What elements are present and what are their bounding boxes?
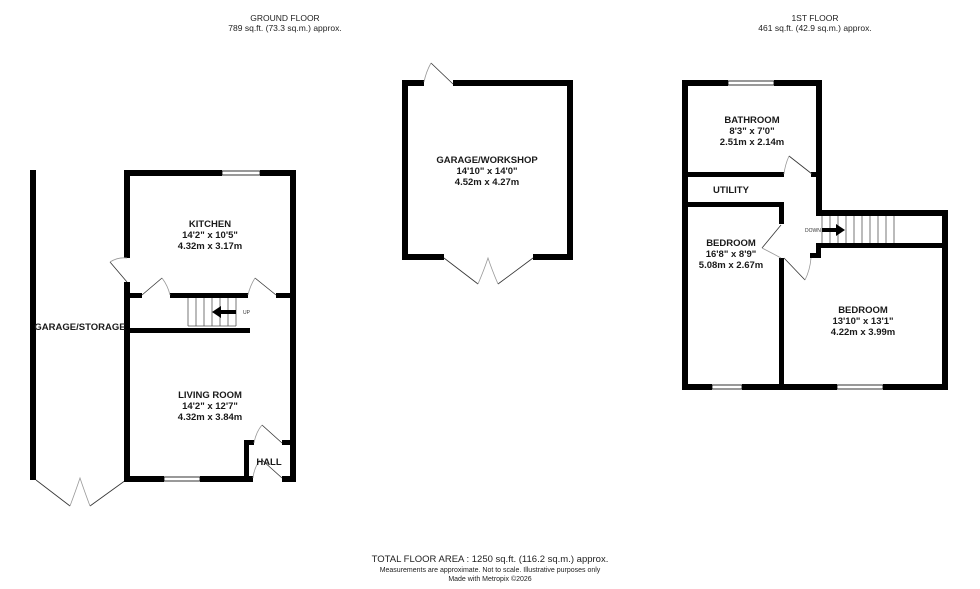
disclaimer: Measurements are approximate. Not to sca…: [379, 567, 601, 574]
kitchen-partition-left: [130, 293, 142, 298]
kitchen-left-wall-upper: [124, 170, 130, 258]
workshop-bottom-wall-left: [402, 254, 444, 260]
hall-top-wall-left: [244, 440, 254, 445]
bedroom2-label: BEDROOM 13'10" x 13'1" 4.22m x 3.99m: [831, 305, 895, 338]
garage-workshop-label: GARAGE/WORKSHOP 14'10" x 14'0" 4.52m x 4…: [436, 155, 538, 188]
bedroom2-window: [836, 384, 884, 390]
living-bottom-wall-right: [200, 476, 253, 482]
stairs-up-arrow-icon: [212, 306, 236, 318]
bathroom-name: BATHROOM: [724, 115, 779, 126]
bedroom1-name: BEDROOM: [706, 238, 756, 249]
kitchen-window: [221, 170, 261, 176]
living-room-window: [163, 476, 201, 482]
bedroom1-bottom-wall-left: [682, 384, 712, 390]
bathroom-label: BATHROOM 8'3" x 7'0" 2.51m x 2.14m: [720, 115, 784, 148]
stairs-up-label: UP: [243, 310, 251, 316]
living-room-label: LIVING ROOM 14'2" x 12'7" 4.32m x 3.84m: [178, 390, 242, 423]
ground-floor-area: 789 sq.ft. (73.3 sq.m.) approx.: [228, 23, 342, 33]
stairs-bottom-jamb: [816, 243, 821, 258]
hall-top-wall-right: [282, 440, 292, 445]
kitchen-inner-doors: [141, 277, 277, 296]
workshop-top-wall-left: [402, 80, 424, 86]
kitchen-name: KITCHEN: [189, 219, 231, 230]
hall-bottom-wall-right: [282, 476, 296, 482]
stairs-down-label: DOWN: [805, 228, 821, 234]
hall-doors: [252, 424, 283, 479]
living-room-imperial: 14'2" x 12'7": [182, 401, 238, 412]
bedroom2-door: [783, 257, 812, 281]
hall-left-wall: [244, 440, 249, 482]
bathroom-metric: 2.51m x 2.14m: [720, 137, 784, 148]
kitchen-label: KITCHEN 14'2" x 10'5" 4.32m x 3.17m: [178, 219, 242, 252]
first-floor-header: 1ST FLOOR 461 sq.ft. (42.9 sq.m.) approx…: [715, 13, 915, 33]
garage-storage-name: GARAGE/STORAGE: [34, 322, 125, 333]
kitchen-partition-middle: [170, 293, 248, 298]
kitchen-metric: 4.32m x 3.17m: [178, 241, 242, 252]
stairs-lower-wall: [130, 328, 250, 333]
bathroom-imperial: 8'3" x 7'0": [729, 126, 774, 137]
kitchen-imperial: 14'2" x 10'5": [182, 230, 238, 241]
stairs-down-arrow-icon: [822, 224, 845, 236]
stairs-bottom-jamb-2: [810, 253, 818, 258]
bathroom-window: [727, 80, 775, 86]
workshop-top-wall-right: [453, 80, 573, 86]
ground-floor-header: GROUND FLOOR 789 sq.ft. (73.3 sq.m.) app…: [185, 13, 385, 33]
bedroom1-right-wall-lower: [779, 258, 784, 390]
living-bottom-wall-left: [124, 476, 164, 482]
bedroom2-name: BEDROOM: [838, 305, 888, 316]
garage-workshop-metric: 4.52m x 4.27m: [455, 177, 519, 188]
living-room-metric: 4.32m x 3.84m: [178, 412, 242, 423]
kitchen-top-wall-right: [260, 170, 296, 176]
kitchen-top-wall-left: [124, 170, 222, 176]
bedroom1-imperial: 16'8" x 8'9": [706, 249, 757, 260]
bedroom1-right-wall-upper: [779, 202, 784, 224]
workshop-left-wall: [402, 80, 408, 260]
bedroom1-bottom-wall-right: [742, 384, 837, 390]
bedroom1-window: [711, 384, 743, 390]
first-floor-area: 461 sq.ft. (42.9 sq.m.) approx.: [758, 23, 872, 33]
workshop-doors: [423, 62, 534, 285]
house-left-wall-lower: [124, 282, 130, 482]
bathroom-door: [783, 155, 813, 175]
garage-workshop-name: GARAGE/WORKSHOP: [436, 155, 538, 166]
ground-floor-plan: UP: [30, 170, 296, 507]
house-right-wall: [290, 170, 296, 482]
living-room-name: LIVING ROOM: [178, 390, 242, 401]
workshop-bottom-wall-right: [533, 254, 573, 260]
credit: Made with Metropix ©2026: [448, 576, 532, 583]
garage-workshop-plan: [402, 62, 573, 285]
bathroom-bottom-wall: [688, 172, 784, 177]
footer: TOTAL FLOOR AREA : 1250 sq.ft. (116.2 sq…: [0, 554, 980, 584]
first-left-wall: [682, 80, 688, 390]
bathroom-door-jamb: [811, 172, 816, 177]
bedroom1-label: BEDROOM 16'8" x 8'9" 5.08m x 2.67m: [699, 238, 763, 271]
kitchen-partition-right: [276, 293, 290, 298]
bedroom1-metric: 5.08m x 2.67m: [699, 260, 763, 271]
bathroom-right-wall: [816, 80, 822, 215]
garage-storage-double-door: [35, 476, 127, 507]
stairs-bottom-wall: [816, 243, 948, 248]
total-floor-area: TOTAL FLOOR AREA : 1250 sq.ft. (116.2 sq…: [371, 554, 609, 565]
utility-name: UTILITY: [713, 185, 750, 196]
bathroom-top-wall-left: [682, 80, 728, 86]
bedroom2-metric: 4.22m x 3.99m: [831, 327, 895, 338]
garage-storage-left-wall: [30, 170, 36, 480]
workshop-right-wall: [567, 80, 573, 260]
utility-bottom-wall: [688, 202, 784, 207]
stairs-top-wall: [816, 210, 948, 216]
bedroom2-bottom-wall-right: [883, 384, 948, 390]
bedroom2-imperial: 13'10" x 13'1": [832, 316, 893, 327]
garage-workshop-imperial: 14'10" x 14'0": [456, 166, 517, 177]
bedroom1-door: [761, 224, 782, 259]
first-floor-plan: DOWN: [682, 80, 948, 390]
hall-name: HALL: [256, 457, 282, 468]
kitchen-side-door: [109, 257, 128, 283]
bathroom-top-wall-right: [774, 80, 822, 86]
first-floor-title: 1ST FLOOR: [791, 13, 839, 23]
ground-floor-title: GROUND FLOOR: [250, 13, 320, 23]
first-right-wall: [942, 210, 948, 390]
